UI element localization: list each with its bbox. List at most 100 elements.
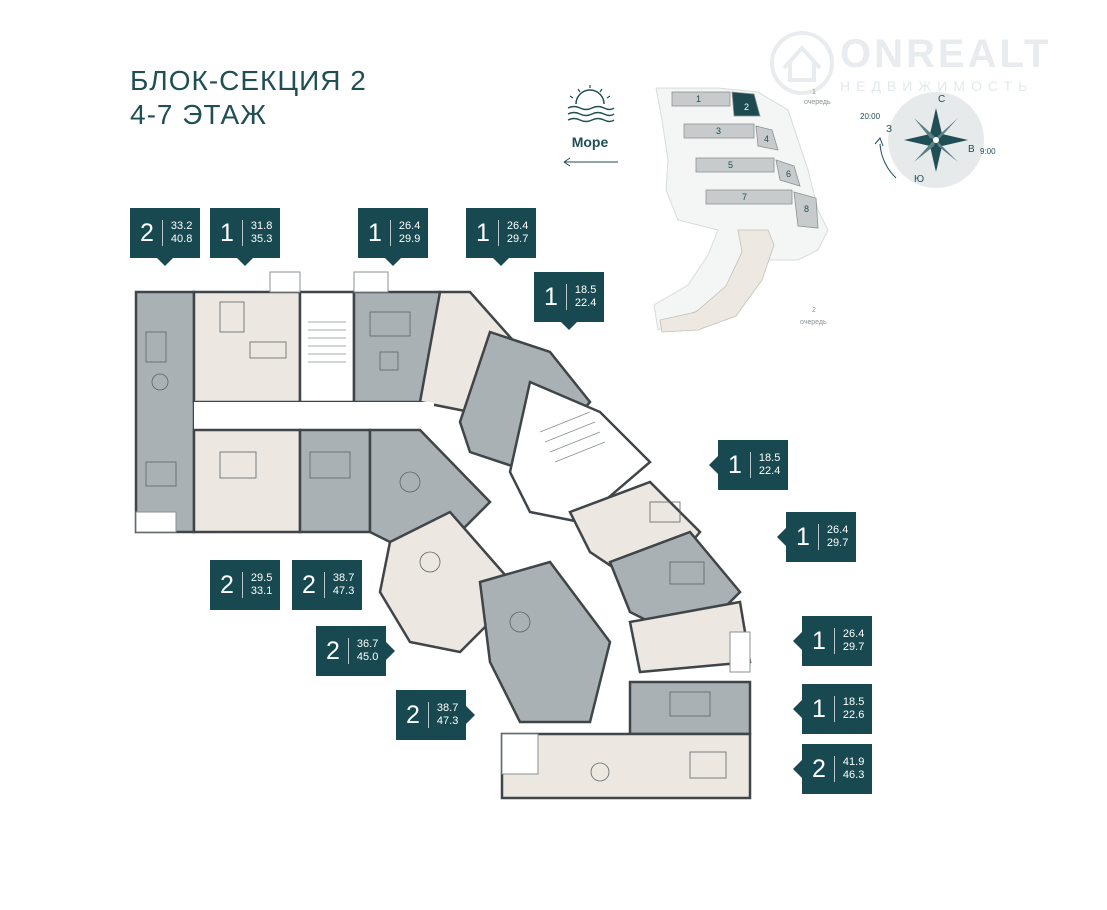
badge-living-area: 26.4 bbox=[398, 220, 421, 232]
badge-living-area: 18.5 bbox=[574, 284, 597, 296]
badge-living-area: 38.7 bbox=[332, 572, 355, 584]
badge-living-area: 26.4 bbox=[842, 628, 865, 640]
site-plan: 1 2 3 4 5 6 7 8 1 очередь 2 очередь bbox=[653, 87, 831, 333]
stairs-icon bbox=[308, 321, 606, 463]
section-5-shape bbox=[695, 157, 775, 173]
unit-2-bottom[interactable] bbox=[500, 732, 752, 800]
badge-pointer bbox=[386, 642, 396, 660]
unit-2-left[interactable] bbox=[134, 290, 196, 534]
section-label-1: 1 bbox=[696, 94, 701, 104]
section-label-3: 3 bbox=[716, 126, 721, 136]
section-label-6: 6 bbox=[786, 169, 791, 179]
badge-rooms: 1 bbox=[796, 523, 810, 551]
queue-2-number: 2 bbox=[812, 307, 816, 314]
badge-total-area: 22.4 bbox=[574, 297, 597, 309]
section-7-shape bbox=[705, 189, 793, 205]
badge-pointer bbox=[385, 258, 402, 266]
section-label-7: 7 bbox=[742, 192, 747, 202]
sunset-time: 20:00 bbox=[860, 112, 881, 121]
page-title: БЛОК-СЕКЦИЯ 2 4-7 ЭТАЖ bbox=[130, 64, 367, 132]
badge-rooms: 1 bbox=[812, 695, 826, 723]
badge-living-area: 26.4 bbox=[826, 524, 849, 536]
watermark-logo: ONREALT НЕДВИЖИМОСТЬ bbox=[770, 30, 1080, 100]
sun-path-arrow-icon bbox=[874, 137, 884, 147]
badge-rooms: 2 bbox=[220, 571, 234, 599]
unit-1-right-dark-b[interactable] bbox=[628, 680, 752, 736]
badge-rooms: 2 bbox=[326, 637, 340, 665]
badge-total-area: 22.6 bbox=[842, 709, 865, 721]
sun-waves-icon bbox=[567, 85, 615, 123]
badge-rooms: 2 bbox=[140, 219, 154, 247]
compass-west: З bbox=[886, 124, 892, 135]
queue-1-number: 1 bbox=[812, 89, 816, 96]
title-line-2: 4-7 ЭТАЖ bbox=[130, 99, 268, 130]
badge-pointer bbox=[237, 258, 254, 266]
sun-path-arc bbox=[879, 143, 897, 179]
badge-total-area: 46.3 bbox=[842, 769, 865, 781]
watermark-tagline: НЕДВИЖИМОСТЬ bbox=[840, 78, 1034, 94]
badge-living-area: 41.9 bbox=[842, 756, 865, 768]
queue-1-word: очередь bbox=[804, 99, 831, 106]
badge-pointer bbox=[466, 706, 476, 724]
unit-2-mid-dark[interactable] bbox=[298, 428, 372, 534]
badge-living-area: 18.5 bbox=[842, 696, 865, 708]
badge-pointer bbox=[157, 258, 174, 266]
badge-rooms: 1 bbox=[368, 219, 382, 247]
watermark-brand: ONREALT bbox=[840, 32, 1052, 76]
corridor bbox=[194, 402, 434, 430]
badge-living-area: 31.8 bbox=[250, 220, 273, 232]
badge-total-area: 47.3 bbox=[332, 585, 355, 597]
unit-1-top-left[interactable] bbox=[192, 290, 302, 404]
badge-pointer bbox=[561, 322, 578, 330]
unit-2-lower-dark[interactable] bbox=[478, 560, 612, 724]
badge-total-area: 29.7 bbox=[842, 641, 865, 653]
badge-living-area: 18.5 bbox=[758, 452, 781, 464]
badge-total-area: 29.7 bbox=[826, 537, 849, 549]
compass-north: С bbox=[938, 94, 945, 105]
badge-living-area: 36.7 bbox=[356, 638, 379, 650]
badge-total-area: 33.1 bbox=[250, 585, 273, 597]
balconies bbox=[135, 271, 751, 775]
section-1-shape bbox=[671, 91, 731, 107]
unit-2-mid-light[interactable] bbox=[192, 428, 302, 534]
badge-pointer bbox=[793, 760, 802, 778]
badge-rooms: 1 bbox=[812, 627, 826, 655]
sunrise-time: 9:00 bbox=[980, 147, 996, 156]
badge-total-area: 35.3 bbox=[250, 233, 273, 245]
badge-rooms: 1 bbox=[728, 451, 742, 479]
badge-total-area: 40.8 bbox=[170, 233, 193, 245]
badge-pointer bbox=[493, 258, 510, 266]
section-2-shape bbox=[731, 91, 761, 117]
section-8-shape bbox=[793, 191, 819, 229]
compass-rose: С Ю З В 20:00 9:00 bbox=[860, 92, 996, 188]
badge-total-area: 47.3 bbox=[436, 715, 459, 727]
phase-2-building bbox=[659, 229, 775, 333]
badge-rooms: 2 bbox=[302, 571, 316, 599]
section-label-8: 8 bbox=[804, 204, 809, 214]
badge-living-area: 38.7 bbox=[436, 702, 459, 714]
section-label-5: 5 bbox=[728, 160, 733, 170]
badge-rooms: 2 bbox=[812, 755, 826, 783]
badge-living-area: 29.5 bbox=[250, 572, 273, 584]
badge-rooms: 2 bbox=[406, 701, 420, 729]
arrow-left-icon bbox=[563, 157, 618, 167]
section-6-shape bbox=[775, 159, 801, 187]
badge-pointer bbox=[793, 632, 802, 650]
title-line-1: БЛОК-СЕКЦИЯ 2 bbox=[130, 65, 367, 96]
badge-pointer bbox=[793, 700, 802, 718]
sea-direction: Море bbox=[560, 84, 620, 174]
